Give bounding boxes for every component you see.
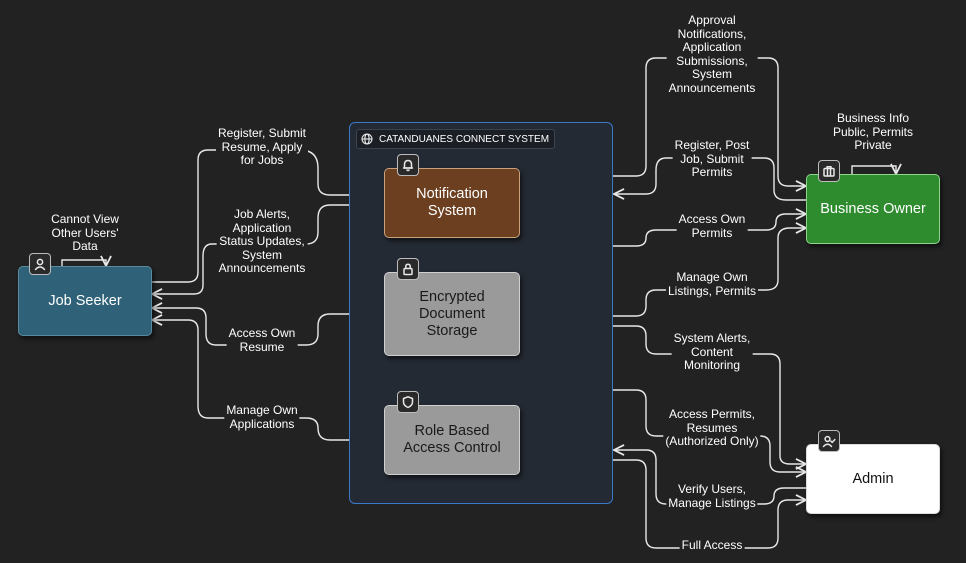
globe-icon bbox=[361, 133, 373, 145]
bell-icon bbox=[397, 154, 419, 176]
edge-admin-rbac bbox=[614, 450, 806, 505]
node-business-owner-label: Business Owner bbox=[820, 200, 926, 217]
edge-label-js-notification: Register, Submit Resume, Apply for Jobs bbox=[215, 126, 309, 168]
node-encrypted-document-storage-label: Encrypted Document Storage bbox=[418, 288, 486, 339]
node-notification-system[interactable]: Notification System bbox=[384, 168, 520, 238]
edge-label-notification-admin: System Alerts, Content Monitoring bbox=[671, 331, 753, 373]
node-business-owner[interactable]: Business Owner bbox=[806, 174, 940, 244]
user-check-icon bbox=[818, 430, 840, 452]
briefcase-icon bbox=[818, 160, 840, 182]
edge-label-bo-self: Business Info Public, Permits Private bbox=[830, 111, 916, 153]
node-job-seeker-label: Job Seeker bbox=[48, 292, 122, 309]
edge-label-rbac-admin: Full Access bbox=[679, 538, 745, 553]
edge-label-storage-js: Access Own Resume bbox=[226, 326, 298, 354]
edge-label-bo-notification: Register, Post Job, Submit Permits bbox=[672, 138, 752, 180]
node-role-based-access-control[interactable]: Role Based Access Control bbox=[384, 405, 520, 475]
node-admin-label: Admin bbox=[852, 470, 894, 487]
edge-label-js-self: Cannot View Other Users' Data bbox=[49, 212, 121, 254]
lock-icon bbox=[397, 258, 419, 280]
edge-bo-self bbox=[851, 166, 896, 174]
edge-label-rbac-bo: Manage Own Listings, Permits bbox=[665, 270, 759, 298]
edge-label-storage-admin: Access Permits, Resumes (Authorized Only… bbox=[663, 407, 761, 449]
node-notification-system-label: Notification System bbox=[416, 186, 488, 219]
edge-label-storage-bo: Access Own Permits bbox=[676, 212, 748, 240]
node-job-seeker[interactable]: Job Seeker bbox=[18, 266, 152, 336]
node-role-based-access-control-label: Role Based Access Control bbox=[403, 423, 501, 456]
edge-label-rbac-js: Manage Own Applications bbox=[224, 403, 300, 431]
edge-label-notification-bo: Approval Notifications, Application Subm… bbox=[666, 13, 758, 95]
node-admin[interactable]: Admin bbox=[806, 444, 940, 514]
node-encrypted-document-storage[interactable]: Encrypted Document Storage bbox=[384, 272, 520, 356]
edge-rbac-js bbox=[152, 320, 384, 441]
edge-js-self bbox=[61, 260, 106, 266]
user-icon bbox=[29, 253, 51, 275]
edge-label-admin-rbac: Verify Users, Manage Listings bbox=[666, 482, 758, 510]
shield-icon bbox=[397, 391, 419, 413]
edge-label-notification-js: Job Alerts, Application Status Updates, … bbox=[216, 207, 308, 276]
system-group-title: CATANDUANES CONNECT SYSTEM bbox=[356, 129, 556, 149]
system-group-label: CATANDUANES CONNECT SYSTEM bbox=[379, 133, 550, 145]
